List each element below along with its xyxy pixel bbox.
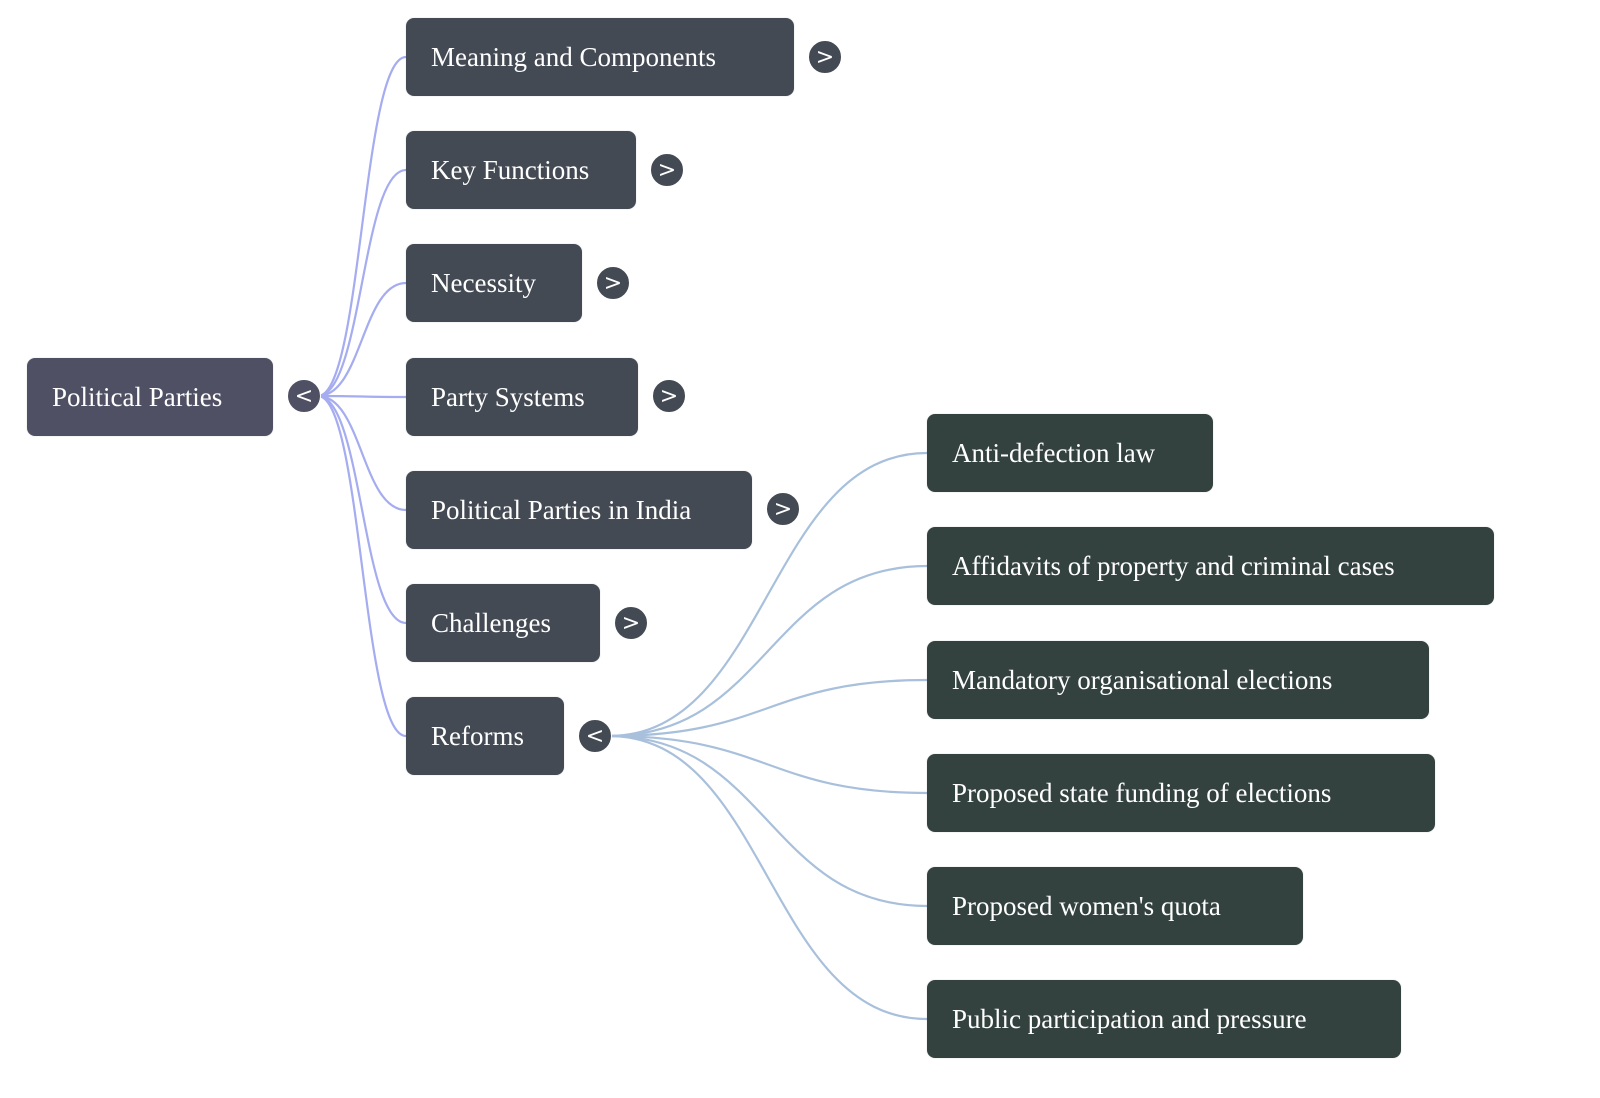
- branch-node-necessity[interactable]: Necessity: [406, 244, 582, 322]
- edge-reforms-to-leaf: [608, 564, 928, 738]
- leaf-node-mandatory-organisational-elections[interactable]: Mandatory organisational elections: [927, 641, 1429, 719]
- edge-root-to-branch: [317, 281, 407, 398]
- leaf-node-womens-quota[interactable]: Proposed women's quota: [927, 867, 1303, 945]
- edge-root-to-branch: [317, 394, 407, 399]
- edge-reforms-to-leaf: [608, 678, 928, 738]
- leaf-node-state-funding[interactable]: Proposed state funding of elections: [927, 754, 1435, 832]
- branch-node-political-parties-in-india[interactable]: Political Parties in India: [406, 471, 752, 549]
- edge-root-to-branch: [317, 394, 407, 738]
- root-node-political-parties[interactable]: Political Parties: [27, 358, 273, 436]
- expand-toggle-necessity[interactable]: >: [596, 266, 630, 300]
- expand-toggle-party-systems[interactable]: >: [652, 379, 686, 413]
- expand-toggle-key-functions[interactable]: >: [650, 153, 684, 187]
- branch-node-party-systems[interactable]: Party Systems: [406, 358, 638, 436]
- edge-reforms-to-leaf: [608, 734, 928, 795]
- edge-reforms-to-leaf: [608, 734, 928, 1021]
- expand-toggle-meaning-and-components[interactable]: >: [808, 40, 842, 74]
- leaf-node-affidavits[interactable]: Affidavits of property and criminal case…: [927, 527, 1494, 605]
- edge-root-to-branch: [317, 168, 407, 398]
- edge-reforms-to-leaf: [608, 451, 928, 738]
- leaf-node-public-participation[interactable]: Public participation and pressure: [927, 980, 1401, 1058]
- expand-toggle-challenges[interactable]: >: [614, 606, 648, 640]
- branch-node-key-functions[interactable]: Key Functions: [406, 131, 636, 209]
- edge-root-to-branch: [317, 394, 407, 625]
- edge-root-to-branch: [317, 55, 407, 398]
- branch-node-challenges[interactable]: Challenges: [406, 584, 600, 662]
- branch-node-reforms[interactable]: Reforms: [406, 697, 564, 775]
- collapse-root-toggle[interactable]: <: [287, 379, 321, 413]
- expand-toggle-political-parties-in-india[interactable]: >: [766, 492, 800, 526]
- branch-node-meaning-and-components[interactable]: Meaning and Components: [406, 18, 794, 96]
- collapse-toggle-reforms[interactable]: <: [578, 719, 612, 753]
- leaf-node-anti-defection-law[interactable]: Anti-defection law: [927, 414, 1213, 492]
- edge-reforms-to-leaf: [608, 734, 928, 908]
- edge-root-to-branch: [317, 394, 407, 512]
